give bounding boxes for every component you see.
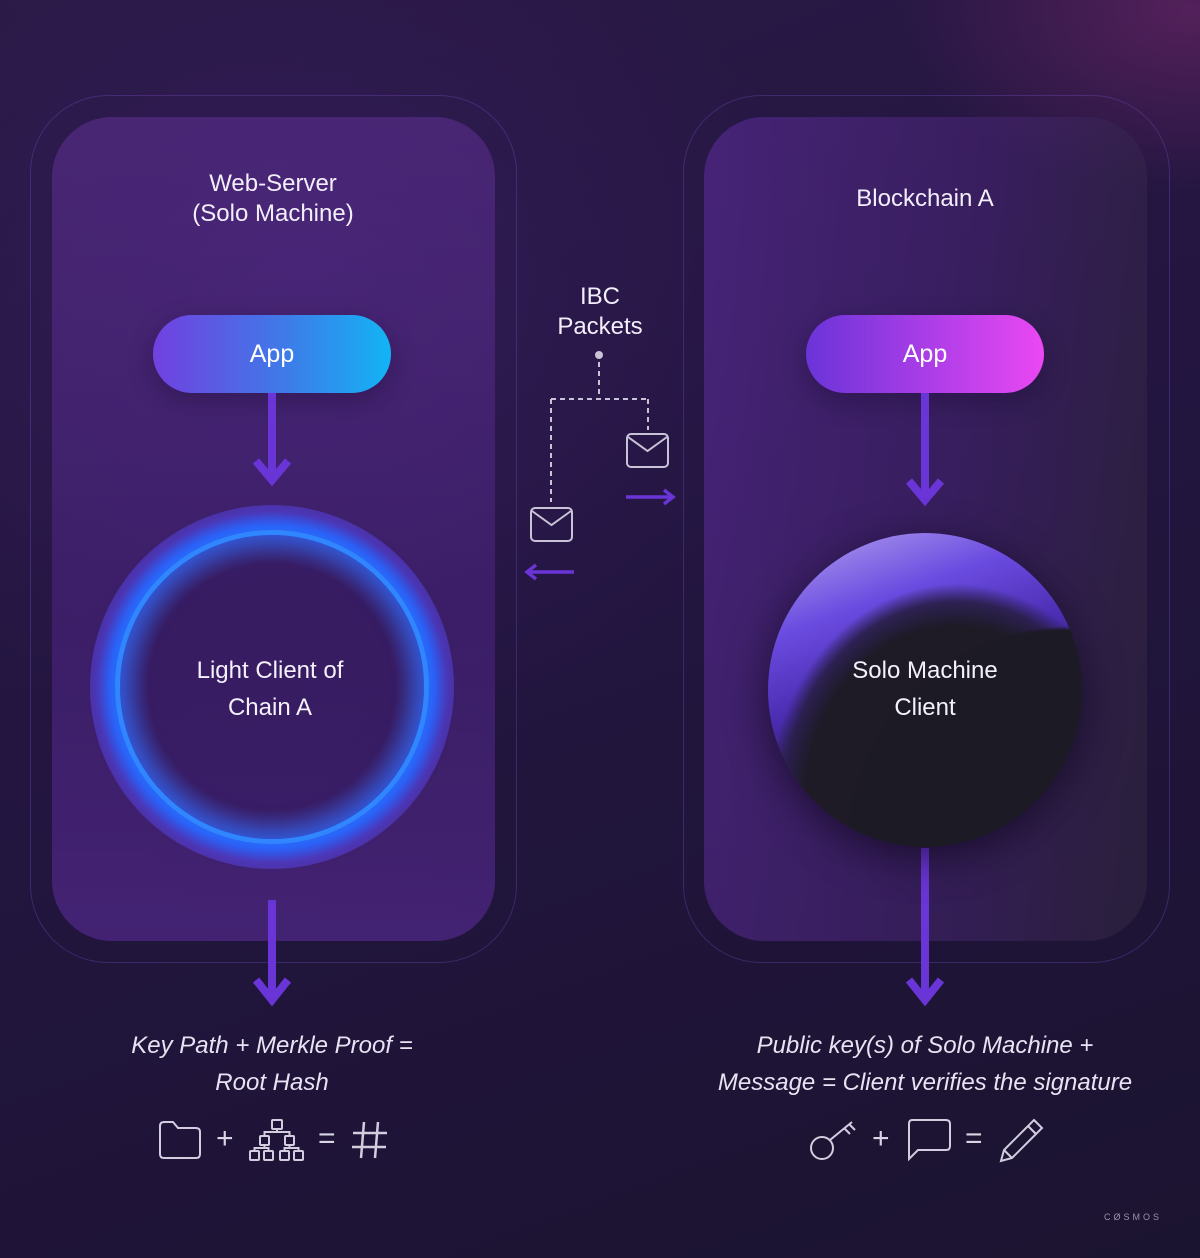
left-equals: = — [318, 1122, 336, 1155]
light-client-line2: Chain A — [227, 694, 313, 721]
cosmos-logo: CØSMOS — [1104, 1212, 1163, 1222]
web-server-title: Web-Server (Solo Machine) — [123, 169, 423, 229]
right-caption-line2: Message = Client verifies the signature — [717, 1069, 1133, 1096]
envelope-icon — [530, 507, 573, 542]
blockchain-a-title: Blockchain A — [856, 185, 994, 212]
merkle-tree-icon — [249, 1119, 304, 1161]
light-client-ring — [115, 530, 429, 844]
ibc-packets-label: IBC Packets — [500, 282, 700, 342]
envelope-icon — [626, 433, 669, 468]
left-plus: + — [216, 1122, 234, 1155]
ibc-connector-lines — [550, 351, 649, 502]
right-plus: + — [872, 1122, 890, 1155]
ibc-label-line2: Packets — [557, 313, 643, 340]
pen-icon — [999, 1118, 1044, 1163]
web-server-title-line2: (Solo Machine) — [192, 200, 354, 227]
arrow-solo-client-to-caption — [905, 848, 945, 1007]
app-left-pill: App — [153, 315, 391, 393]
solo-machine-sphere — [768, 533, 1082, 847]
app-right-label: App — [902, 339, 948, 368]
solo-machine-line2: Client — [894, 694, 956, 721]
light-client-line1: Light Client of — [196, 657, 344, 684]
left-caption-line2: Root Hash — [215, 1069, 329, 1096]
app-left-label: App — [249, 339, 295, 368]
arrow-light-client-to-caption — [252, 900, 292, 1007]
arrow-right-icon — [626, 488, 676, 506]
right-equals: = — [965, 1122, 983, 1155]
arrow-left-icon — [524, 563, 574, 581]
left-caption: Key Path + Merkle Proof = Root Hash — [72, 1027, 472, 1101]
key-icon — [810, 1121, 856, 1160]
ibc-label-line1: IBC — [579, 283, 620, 310]
app-right-pill: App — [806, 315, 1044, 393]
folder-icon — [159, 1121, 201, 1159]
light-client-label: Light Client of Chain A — [120, 652, 420, 726]
arrow-app-to-solo-client — [905, 393, 945, 507]
hash-icon — [352, 1121, 387, 1159]
right-caption: Public key(s) of Solo Machine + Message … — [660, 1027, 1190, 1101]
arrow-app-to-light-client — [252, 393, 292, 487]
message-bubble-icon — [908, 1119, 951, 1162]
solo-machine-client-label: Solo Machine Client — [775, 652, 1075, 726]
web-server-title-line1: Web-Server — [209, 170, 337, 197]
right-caption-line1: Public key(s) of Solo Machine + — [756, 1032, 1094, 1059]
left-caption-line1: Key Path + Merkle Proof = — [131, 1032, 413, 1059]
solo-machine-line1: Solo Machine — [852, 657, 998, 684]
